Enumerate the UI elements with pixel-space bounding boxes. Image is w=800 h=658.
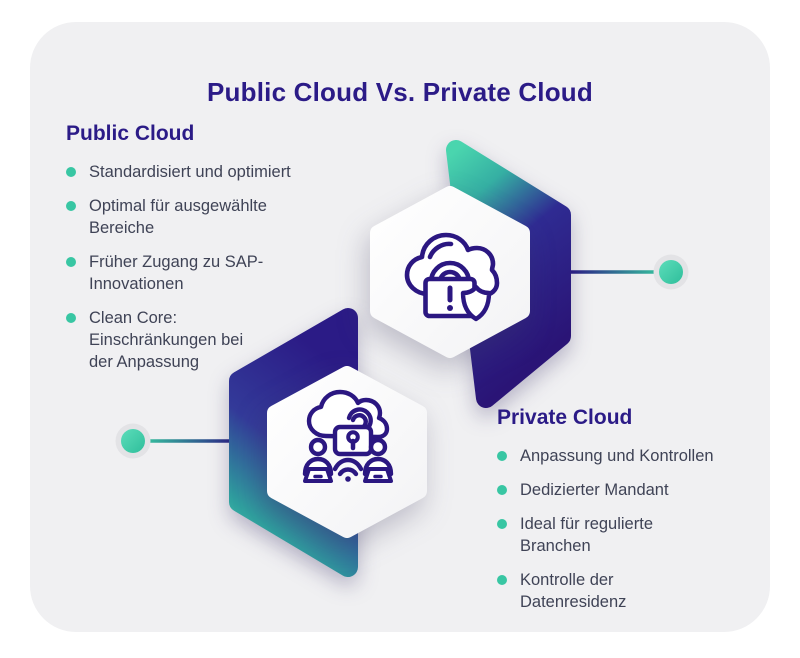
wifi-inner-arc — [337, 467, 359, 477]
bullet-dot — [497, 484, 507, 495]
bullet-dot — [497, 518, 507, 529]
list-item: Früher Zugang zu SAP- Innovationen — [66, 252, 376, 296]
bullet-dot — [66, 200, 76, 211]
list-item: Ideal für regulierte Branchen — [497, 514, 777, 558]
list-item: Optimal für ausgewählte Bereiche — [66, 196, 376, 240]
public-cloud-section: Public Cloud Standardisiert und optimier… — [66, 122, 376, 386]
list-item: Standardisiert und optimiert — [66, 162, 376, 184]
cloud-inner-arc — [427, 241, 454, 260]
connector-left — [115, 423, 238, 459]
list-item-text: Clean Core: Einschränkungen bei der Anpa… — [89, 308, 244, 371]
list-item: Dedizierter Mandant — [497, 480, 777, 502]
wifi-outer-arc — [332, 457, 364, 472]
user-head-left — [308, 437, 328, 457]
bullet-dot — [66, 256, 76, 267]
bullet-dot — [497, 451, 507, 461]
list-item-text: Optimal für ausgewählte Bereiche — [89, 196, 267, 237]
list-item-text: Früher Zugang zu SAP- Innovationen — [89, 252, 264, 293]
page-title: Public Cloud Vs. Private Cloud — [207, 77, 593, 108]
private-cloud-heading: Private Cloud — [497, 406, 633, 429]
cloud-unlock-collaboration-icon — [302, 389, 394, 483]
list-item-text: Standardisiert und optimiert — [89, 163, 291, 181]
list-item: Kontrolle der Datenresidenz — [497, 570, 777, 614]
list-item-text: Ideal für regulierte Branchen — [520, 514, 653, 555]
list-item-text: Dedizierter Mandant — [520, 480, 669, 499]
connector-right — [570, 254, 689, 290]
list-item: Anpassung und Kontrollen — [497, 446, 777, 468]
bullet-dot — [66, 312, 76, 323]
list-item: Clean Core: Einschränkungen bei der Anpa… — [66, 308, 376, 374]
bullet-dot — [497, 574, 507, 585]
wifi-dot — [345, 476, 351, 482]
list-item-text: Anpassung und Kontrollen — [520, 447, 714, 465]
shield — [460, 284, 492, 322]
connector-dot-left — [121, 429, 145, 453]
list-item-text: Kontrolle der Datenresidenz — [520, 570, 627, 611]
lock-shackle-outer — [428, 260, 472, 285]
public-cloud-heading: Public Cloud — [66, 122, 195, 145]
bullet-dot — [66, 167, 76, 177]
cloud-lock-shield-icon — [404, 232, 500, 322]
user-head-right — [368, 437, 388, 457]
connector-dot-right — [659, 260, 683, 284]
exclamation-dot — [447, 305, 453, 311]
